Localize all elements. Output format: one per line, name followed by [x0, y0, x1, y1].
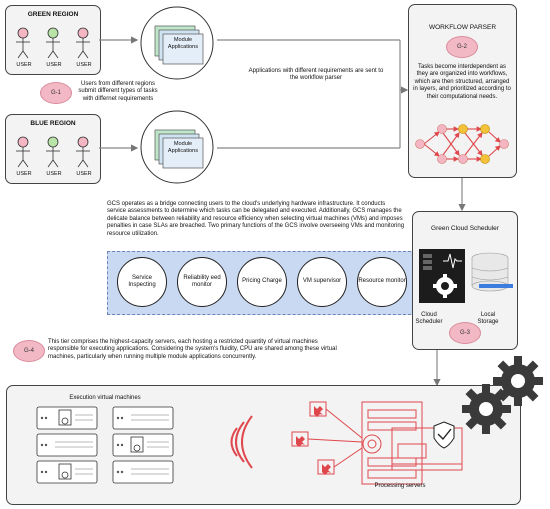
green-region-users — [16, 27, 90, 59]
user-icon — [16, 136, 30, 168]
arrow-note: Applications with different requirements… — [248, 68, 384, 82]
user-icon — [46, 27, 60, 59]
workflow-parser-title: WORKFLOW PARSER — [428, 24, 497, 31]
cloud-scheduler-label: Cloud Scheduler — [415, 312, 443, 326]
workflow-parser-text: Tasks become interdependent as they are … — [413, 64, 511, 100]
processing-servers-icon — [230, 401, 463, 485]
green-region-panel: GREEN REGION USER USER USER — [5, 5, 101, 75]
user-label: USER — [16, 171, 32, 177]
module-apps-icon — [140, 110, 214, 184]
user-icon — [46, 136, 60, 168]
service-circle: Resource monitor — [357, 257, 407, 307]
user-icon — [76, 136, 90, 168]
blue-region-title: BLUE REGION — [30, 120, 76, 127]
gcs-note: GCS operates as a bridge connecting user… — [107, 201, 405, 237]
g1-badge: G-1 — [40, 82, 72, 104]
module-apps-icon — [140, 6, 214, 80]
service-circle: VM supervisor — [297, 257, 347, 307]
user-icon — [16, 27, 30, 59]
service-circle: Reliability eed monitor — [177, 257, 227, 307]
user-label: USER — [46, 171, 62, 177]
g3-badge: G-3 — [449, 322, 481, 344]
workflow-graph — [415, 124, 509, 164]
scheduler-icon — [419, 249, 513, 303]
gcs-title: Green Cloud Scheduler — [431, 225, 499, 232]
g1-text: Users from different regions submit diff… — [78, 81, 158, 102]
user-label: USER — [76, 62, 92, 68]
user-label: USER — [16, 62, 32, 68]
user-label: USER — [46, 62, 62, 68]
gears-icon — [462, 356, 543, 434]
blue-region-users — [16, 136, 90, 168]
processing-servers-label: Processing servers — [374, 483, 426, 489]
g2-badge: G-2 — [446, 36, 478, 58]
user-label: USER — [76, 171, 92, 177]
blue-region-panel: BLUE REGION USER USER USER — [5, 114, 101, 184]
service-circle: Service Inspecting — [117, 257, 167, 307]
module-apps-label: Module Applications — [167, 141, 199, 154]
vm-grid — [36, 406, 174, 484]
module-apps-label: Module Applications — [167, 37, 199, 50]
local-storage-label: Local Storage — [477, 312, 499, 326]
execution-title: Execution virtual machines — [69, 395, 141, 401]
service-circle: Pricing Charge — [237, 257, 287, 307]
g4-badge: G-4 — [13, 340, 45, 362]
g4-text: This tier comprises the highest-capacity… — [48, 339, 337, 360]
green-region-title: GREEN REGION — [27, 11, 79, 18]
user-icon — [76, 27, 90, 59]
